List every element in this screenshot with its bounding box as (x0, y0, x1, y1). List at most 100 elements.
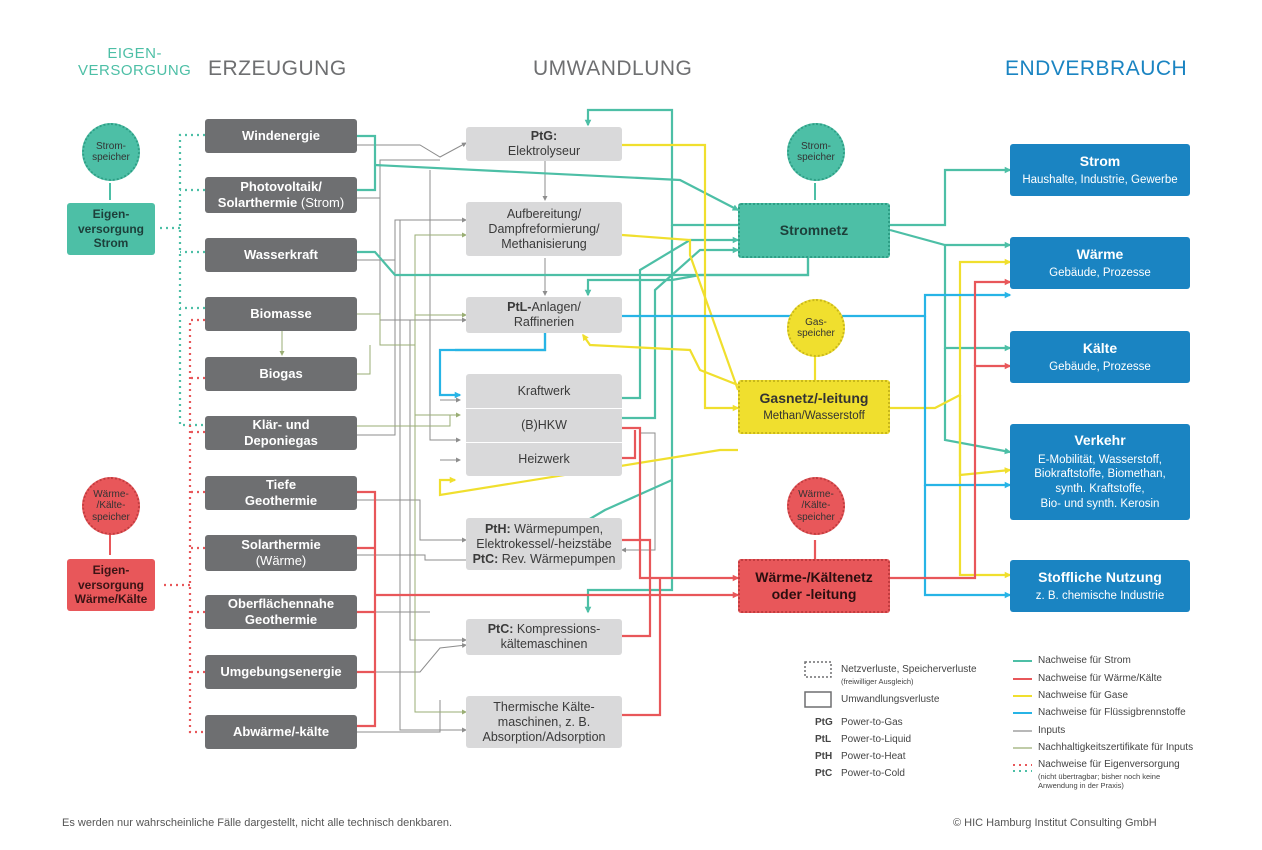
storage-links (109, 183, 816, 555)
end-strom-title: Strom (1079, 152, 1121, 169)
fluessig-lines (438, 291, 1012, 599)
conv-pth-line2: Elektrokessel/-heizstäbe (476, 536, 612, 551)
legend-eigenversorgung: Nachweise für Eigenversorgung (1038, 759, 1180, 770)
gen-solar-line1: Solarthermie (241, 537, 321, 553)
legend-netzverluste-sub: (freiwilliger Ausgleich) (841, 677, 914, 686)
stromspeicher-left: Strom- speicher (82, 123, 140, 181)
gen-tiefe-geothermie: Tiefe Geothermie (205, 476, 357, 510)
gen-pv-line1: Photovoltaik/ (240, 179, 322, 195)
gen-windenergie: Windenergie (205, 119, 357, 153)
stromspeicher-mid: Strom- speicher (787, 123, 845, 181)
end-verkehr-sub: E-Mobilität, Wasserstoff, Biokraftstoffe… (1034, 453, 1166, 511)
gen-abwaerme: Abwärme/-kälte (205, 715, 357, 749)
legend-pth: Power-to-Heat (841, 751, 906, 762)
conv-ptg-abbr: PtG: (530, 129, 558, 143)
gen-pv-line2: Solarthermie (Strom) (218, 195, 344, 211)
end-kaelte-sub: Gebäude, Prozesse (1049, 360, 1151, 373)
conv-pth-line1: PtH: Wärmepumpen, (485, 522, 603, 537)
eigenversorgung-strom: Eigen- versorgung Strom (67, 203, 155, 255)
legend-nachweise-gase: Nachweise für Gase (1038, 690, 1129, 701)
conv-ptl-text: Anlagen/ (531, 300, 581, 314)
nachhaltig-lines (279, 232, 467, 715)
gen-solar-line2: (Wärme) (255, 553, 307, 568)
gen-umgebungsenergie: Umgebungsenergie (205, 655, 357, 689)
legend-nachweise-waerme: Nachweise für Wärme/Kälte (1038, 673, 1162, 684)
header-endverbrauch: ENDVERBRAUCH (1005, 57, 1188, 80)
conv-aufbereitung: Aufbereitung/ Dampfreformierung/ Methani… (466, 202, 622, 256)
legend-dotted-box (804, 661, 832, 678)
end-stoffliche-title: Stoffliche Nutzung (1038, 568, 1162, 585)
legend-ptc-abbr: PtC (815, 768, 833, 779)
gen-photovoltaik: Photovoltaik/ Solarthermie (Strom) (205, 177, 357, 213)
end-verkehr: Verkehr E-Mobilität, Wasserstoff, Biokra… (1010, 424, 1190, 520)
conv-pth-text: Wärmepumpen, (510, 521, 604, 536)
footer-copyright: © HIC Hamburg Institut Consulting GmbH (953, 817, 1157, 829)
input-lines (357, 142, 656, 733)
conv-kraftwerk: Kraftwerk (466, 374, 622, 408)
conv-bhkw: (B)HKW (466, 409, 622, 442)
end-strom: Strom Haushalte, Industrie, Gewerbe (1010, 144, 1190, 196)
conv-ptc-rev-text: Rev. Wärmepumpen (498, 551, 616, 566)
legend-ptl: Power-to-Liquid (841, 734, 912, 745)
gen-klaergas: Klär- und Deponiegas (205, 416, 357, 450)
gen-oberflaechennahe: Oberflächennahe Geothermie (205, 595, 357, 629)
legend-pth-abbr: PtH (815, 751, 833, 762)
gen-solarthermie: Solarthermie (Wärme) (205, 535, 357, 571)
conv-ptc-line2: kältemaschinen (500, 637, 588, 651)
gen-biogas: Biogas (205, 357, 357, 391)
legend-eigenversorgung-sub: (nicht übertragbar; bisher noch keine An… (1038, 772, 1161, 791)
conv-ptc-line1: PtC: Kompressions- (488, 622, 601, 637)
gen-biomasse: Biomasse (205, 297, 357, 331)
legend-nachweise-fluessig: Nachweise für Flüssigbrennstoffe (1038, 707, 1186, 718)
conv-heizwerk: Heizwerk (466, 443, 622, 476)
waermenetz: Wärme-/Kältenetz oder -leitung (738, 559, 890, 613)
stromnetz: Stromnetz (738, 203, 890, 258)
legend-ptg: Power-to-Gas (841, 717, 903, 728)
gen-wasserkraft: Wasserkraft (205, 238, 357, 272)
legend-netzverluste: Netzverluste, Speicherverluste (841, 664, 977, 675)
waermespeicher-left: Wärme- /Kälte- speicher (82, 477, 140, 535)
legend-ptg-abbr: PtG (815, 717, 833, 728)
legend-ptl-abbr: PtL (815, 734, 832, 745)
conv-ptg: PtG: Elektrolyseur (466, 127, 622, 161)
gasnetz-title: Gasnetz/-leitung (759, 390, 869, 407)
gasnetz: Gasnetz/-leitung Methan/Wasserstoff (738, 380, 890, 434)
eigen-strom-dots (160, 133, 205, 427)
legend-nachweise-strom: Nachweise für Strom (1038, 655, 1131, 666)
conv-pth: PtH: Wärmepumpen, Elektrokessel/-heizstä… (466, 518, 622, 570)
end-stoffliche-sub: z. B. chemische Industrie (1035, 589, 1165, 602)
conv-ptl-line1: PtL-Anlagen/ (507, 300, 581, 315)
end-kaelte-title: Kälte (1082, 339, 1118, 356)
conv-ptc: PtC: Kompressions- kältemaschinen (466, 619, 622, 655)
legend-solid-box (804, 691, 832, 708)
gen-pv-line2a: Solarthermie (217, 195, 298, 210)
gasnetz-sub: Methan/Wasserstoff (763, 410, 865, 422)
legend-nachhaltigkeit: Nachhaltigkeitszertifikate für Inputs (1038, 742, 1194, 753)
legend-samples (804, 660, 1032, 772)
eigenversorgung-waerme: Eigen- versorgung Wärme/Kälte (67, 559, 155, 611)
end-strom-sub: Haushalte, Industrie, Gewerbe (1022, 173, 1178, 186)
footer-note: Es werden nur wahrscheinliche Fälle darg… (62, 817, 453, 829)
waerme-lines (357, 278, 1012, 728)
header-eigenversorgung: EIGEN- VERSORGUNG (78, 45, 192, 80)
waermespeicher-mid: Wärme- /Kälte- speicher (787, 477, 845, 535)
gasspeicher: Gas- speicher (787, 299, 845, 357)
end-waerme-sub: Gebäude, Prozesse (1049, 266, 1151, 279)
conv-thermische-kaelte: Thermische Kälte- maschinen, z. B. Absor… (466, 696, 622, 748)
conv-ptg-text: Elektrolyseur (507, 144, 581, 158)
conv-ptc-rev-abbr: PtC: (472, 551, 499, 566)
end-stoffliche-nutzung: Stoffliche Nutzung z. B. chemische Indus… (1010, 560, 1190, 612)
legend-inputs: Inputs (1038, 725, 1066, 736)
strom-lines (357, 108, 1012, 614)
conv-pth-abbr: PtH: (484, 521, 511, 536)
conv-ptc-abbr: PtC: (487, 622, 514, 636)
end-verkehr-title: Verkehr (1074, 431, 1126, 448)
end-waerme-title: Wärme (1076, 245, 1124, 262)
header-umwandlung: UMWANDLUNG (533, 57, 693, 80)
legend-umwandlungsverluste: Umwandlungsverluste (841, 694, 940, 705)
conv-ptc-text: Kompressions- (513, 622, 601, 636)
end-kaelte: Kälte Gebäude, Prozesse (1010, 331, 1190, 383)
gen-pv-line2b: (Strom) (297, 195, 345, 210)
conv-ptl-line2: Raffinerien (513, 315, 575, 329)
